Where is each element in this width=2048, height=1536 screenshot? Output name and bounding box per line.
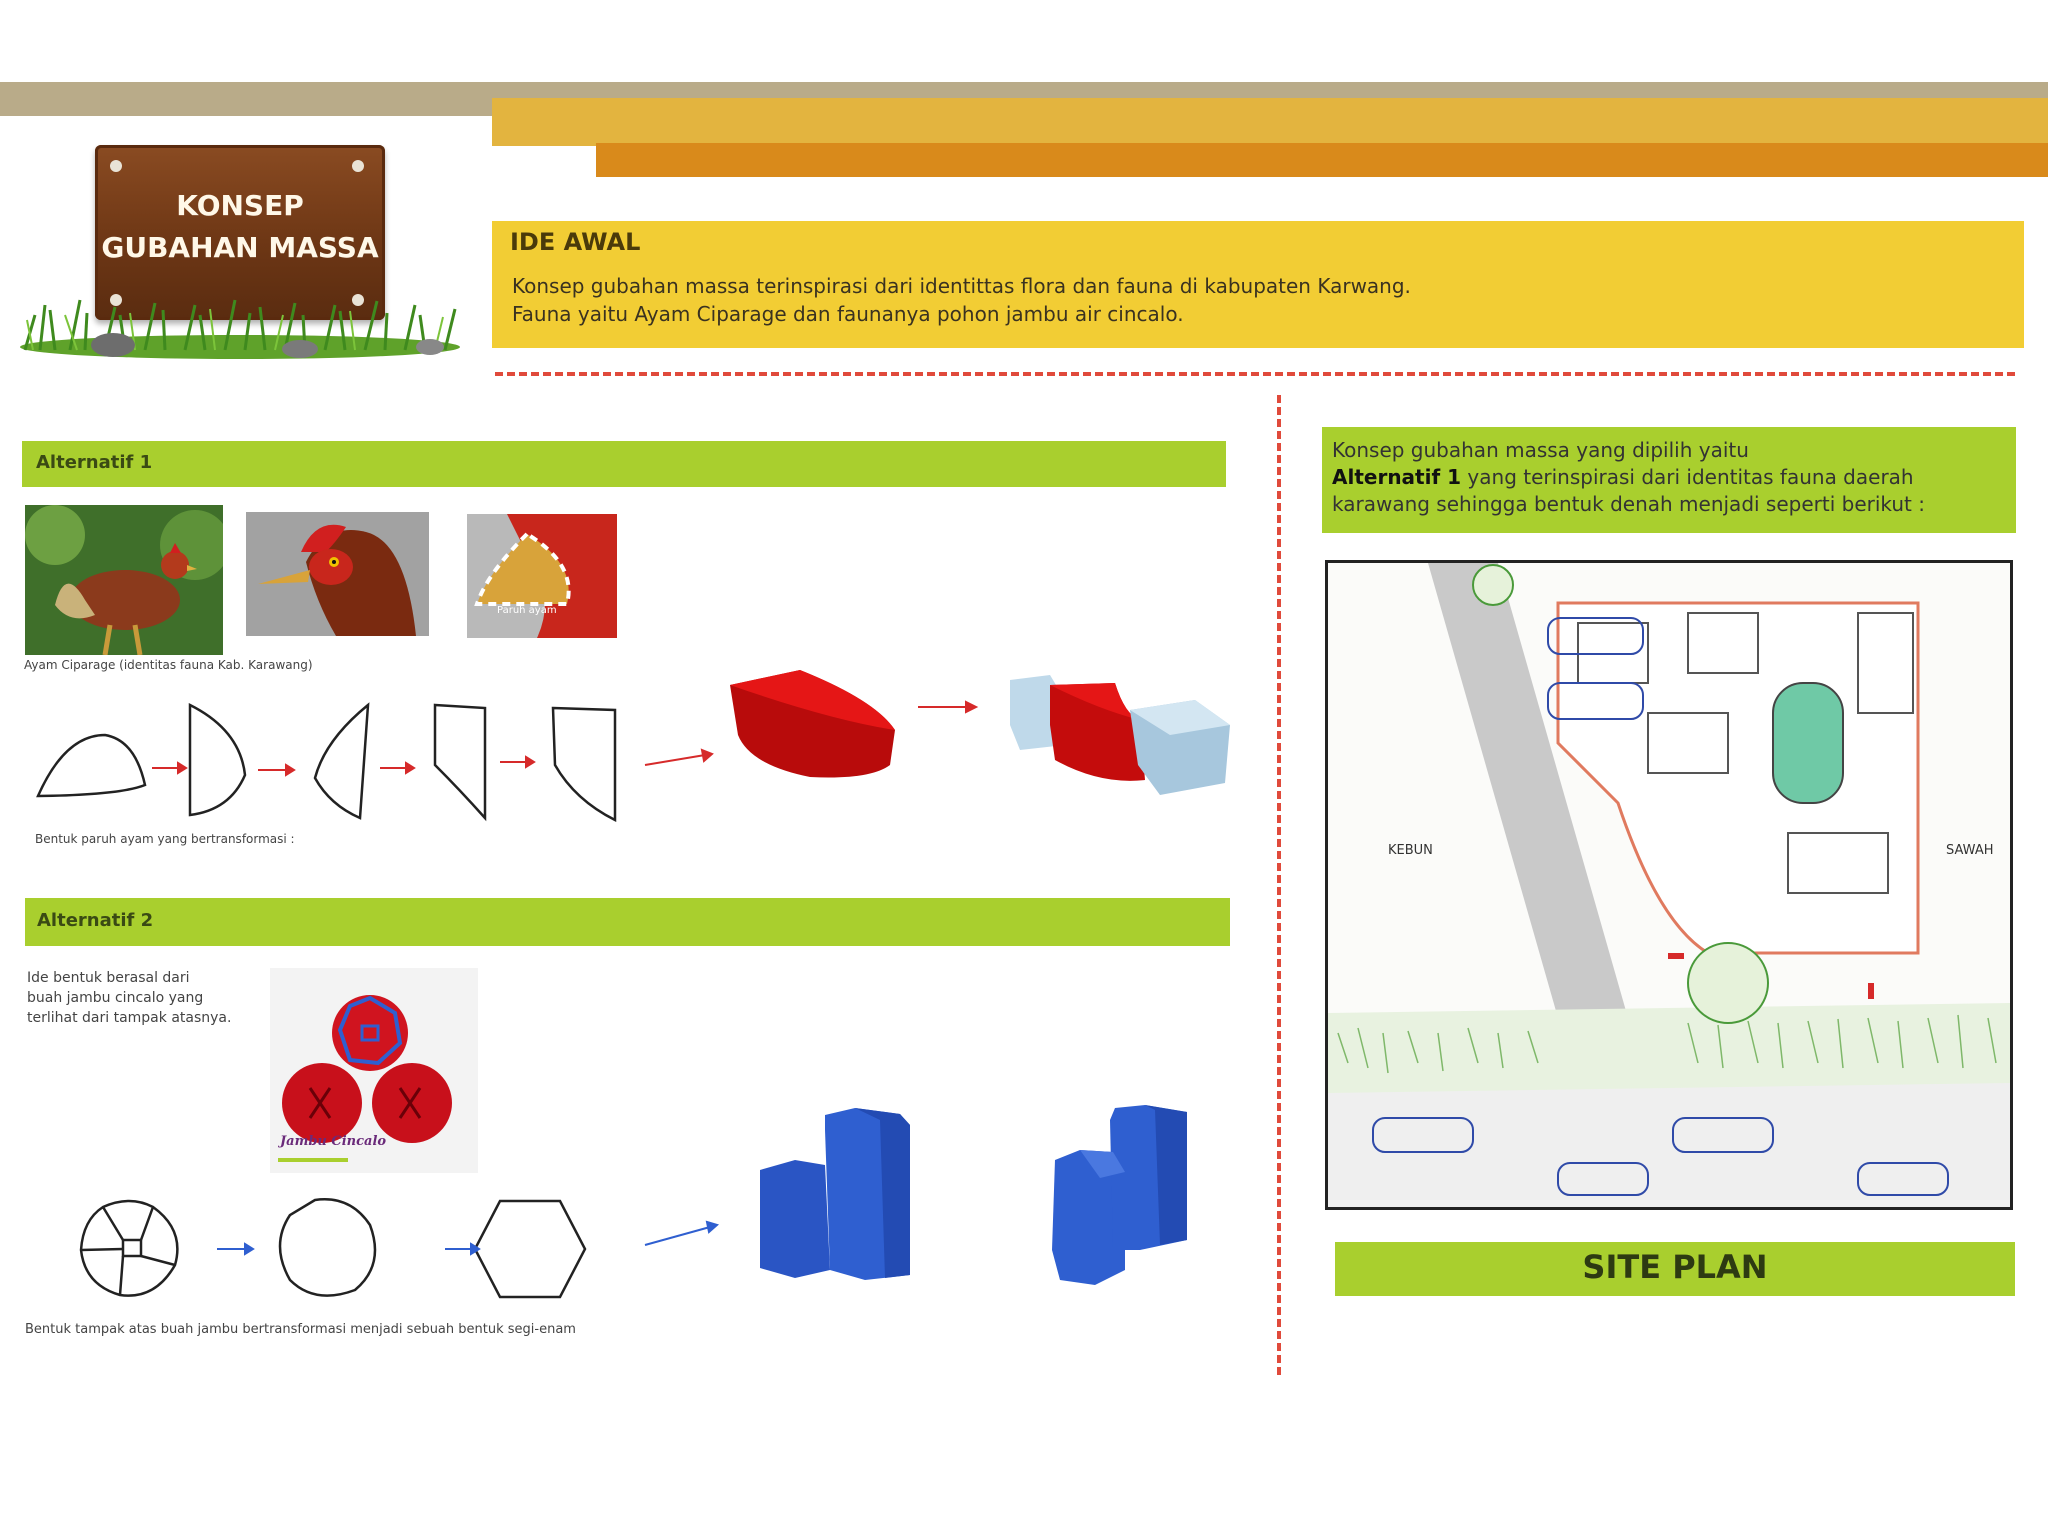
chosen-text-line-2-rest: yang terinspirasi dari identitas fauna d… <box>1461 465 1914 489</box>
alternatif-2-mass-models <box>760 1105 1187 1285</box>
site-label-kebun: KEBUN <box>1388 843 1433 858</box>
site-plan-title: SITE PLAN <box>1582 1248 1768 1286</box>
jambu-transformation-sketch <box>79 1198 720 1299</box>
chosen-text-line-1: Konsep gubahan massa yang dipilih yaitu <box>1332 438 1749 462</box>
title-line-2: GUBAHAN MASSA <box>101 231 379 264</box>
ide-awal-text-line-1: Konsep gubahan massa terinspirasi dari i… <box>512 274 1411 298</box>
grass-decoration <box>20 299 460 359</box>
dashed-divider-vertical <box>1277 395 1281 1375</box>
alternatif-2-label: Alternatif 2 <box>37 910 154 931</box>
jambu-caption-underline <box>278 1158 348 1162</box>
alternatif-2-description: Ide bentuk berasal dari buah jambu cinca… <box>27 968 231 1028</box>
site-label-sawah: SAWAH <box>1946 843 1994 858</box>
jambu-photo-caption: Jambu Cincalo <box>280 1134 387 1149</box>
ide-awal-box <box>492 221 2024 348</box>
beak-transformation-sketch <box>36 702 714 823</box>
rooster-head-photo <box>246 512 429 636</box>
site-plan-title-bar <box>1335 1242 2015 1296</box>
rooster-photo <box>25 505 223 655</box>
sign-nail <box>352 294 364 306</box>
ide-awal-title: IDE AWAL <box>510 228 641 256</box>
chosen-text-line-3: karawang sehingga bentuk denah menjadi s… <box>1332 492 1925 516</box>
title-line-1: KONSEP <box>176 189 304 222</box>
dashed-divider-horizontal <box>495 372 2015 376</box>
desc-line-1: Ide bentuk berasal dari <box>27 970 190 986</box>
site-plan-drawing: KEBUN SAWAH <box>1325 560 2013 1210</box>
alternatif-1-mass-models <box>730 670 1230 795</box>
chosen-concept-box <box>1322 427 2016 533</box>
page-title: KONSEP GUBAHAN MASSA <box>95 185 385 269</box>
beak-outline-photo <box>467 514 617 638</box>
alternatif-1-label: Alternatif 1 <box>36 452 153 473</box>
desc-line-2: buah jambu cincalo yang <box>27 990 204 1006</box>
beak-shapes-caption: Bentuk paruh ayam yang bertransformasi : <box>35 832 295 846</box>
rooster-photo-caption: Ayam Ciparage (identitas fauna Kab. Kara… <box>24 658 313 672</box>
sign-nail <box>110 160 122 172</box>
sign-nail <box>110 294 122 306</box>
alternatif-2-bar <box>25 898 1230 946</box>
ide-awal-text-line-2: Fauna yaitu Ayam Ciparage dan faunanya p… <box>512 302 1184 326</box>
jambu-shapes-caption: Bentuk tampak atas buah jambu bertransfo… <box>25 1322 576 1337</box>
sign-nail <box>352 160 364 172</box>
alternatif-1-bar <box>22 441 1226 487</box>
chosen-text-line-2: Alternatif 1 yang terinspirasi dari iden… <box>1332 465 1914 489</box>
header-band-orange <box>596 143 2048 177</box>
title-sign-board <box>95 145 385 320</box>
desc-line-3: terlihat dari tampak atasnya. <box>27 1010 232 1026</box>
beak-outline-caption: Paruh ayam <box>497 605 557 616</box>
jambu-cincalo-photo <box>270 968 478 1173</box>
chosen-alternative-name: Alternatif 1 <box>1332 465 1462 489</box>
header-band-yellow <box>492 98 2048 146</box>
